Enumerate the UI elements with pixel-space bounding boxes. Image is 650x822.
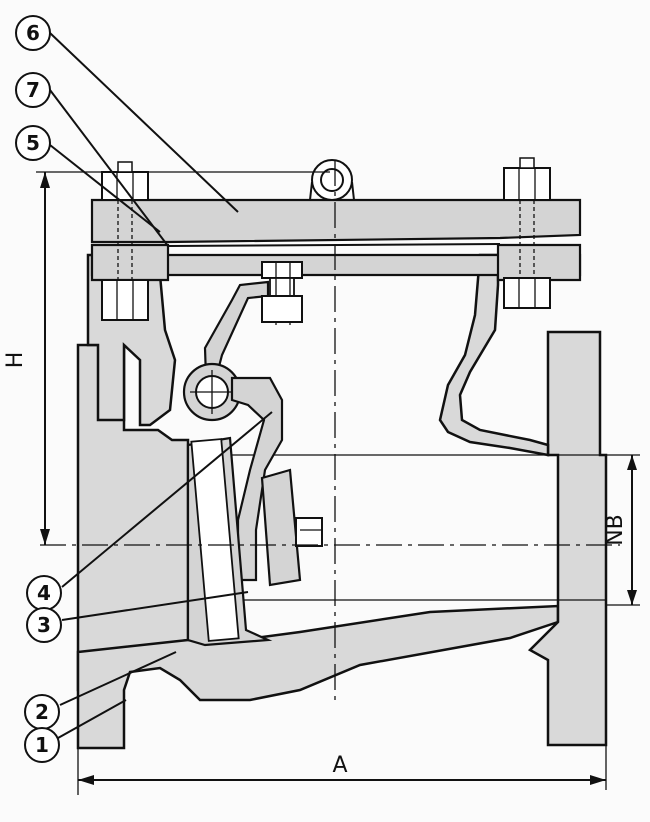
left-bolt	[101, 161, 149, 321]
dimension-h-label: H	[3, 352, 28, 369]
lifting-eye-hole	[320, 168, 344, 192]
leader-lines	[49, 32, 273, 739]
callout-7: 7	[15, 72, 51, 108]
valve-body-right-flange	[527, 330, 608, 747]
lifting-eye-base	[309, 181, 355, 201]
callout-1-number: 1	[35, 733, 49, 757]
callout-2: 2	[24, 694, 60, 730]
valve-body-right-neck	[438, 253, 550, 457]
callout-1: 1	[24, 727, 60, 763]
hinge-stud	[261, 261, 303, 325]
dimension-nb: NB	[603, 454, 640, 606]
callout-5-number: 5	[26, 131, 40, 155]
callout-5: 5	[15, 125, 51, 161]
callout-4-number: 4	[37, 581, 51, 605]
callout-7-number: 7	[26, 78, 40, 102]
dimension-a-label: A	[332, 753, 347, 778]
callout-3-number: 3	[37, 613, 51, 637]
valve-cover	[90, 198, 582, 244]
dimension-nb-label: NB	[603, 514, 628, 546]
disc-nut	[260, 468, 323, 587]
gasket-line	[167, 243, 501, 247]
disc-face	[190, 438, 240, 642]
dimension-a: A	[77, 745, 607, 795]
callout-2-number: 2	[35, 700, 49, 724]
callout-6-number: 6	[26, 21, 40, 45]
callout-3: 3	[26, 607, 62, 643]
callout-6: 6	[15, 15, 51, 51]
callout-4: 4	[26, 575, 62, 611]
body-top-flange-right	[496, 243, 582, 282]
body-top-flange-left	[90, 243, 170, 282]
disc-arm	[230, 376, 284, 582]
right-bolt	[503, 157, 551, 309]
